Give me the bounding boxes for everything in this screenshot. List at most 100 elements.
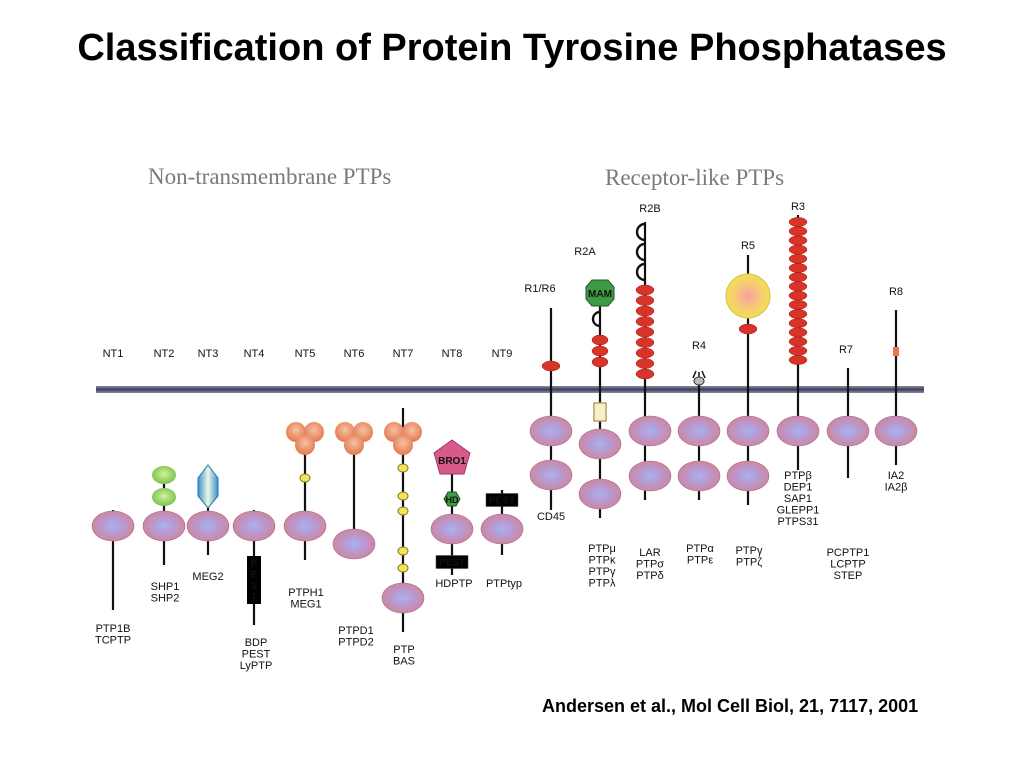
- class-label-r2b: R2B: [639, 203, 660, 215]
- fermi-lobe: [344, 435, 364, 455]
- member-label-nt4: LyPTP: [240, 660, 273, 672]
- member-label-nt2: SHP2: [151, 593, 180, 605]
- sec14-domain: [197, 464, 219, 509]
- pest-letter: S: [251, 581, 258, 592]
- fn3-domain: [635, 295, 655, 306]
- class-label-nt9: NT9: [492, 348, 513, 360]
- mam-domain: [585, 279, 615, 307]
- r5-ptp-domain-1: [726, 415, 770, 447]
- fn3-domain: [788, 217, 808, 227]
- member-label-r5: PTPζ: [736, 557, 762, 569]
- member-label-r8: IA2: [888, 470, 905, 482]
- fn3-domain: [788, 336, 808, 347]
- member-label-r2b: PTPδ: [636, 570, 664, 582]
- fermi-domain: [384, 422, 422, 455]
- r4-ptp-domain-2: [677, 460, 721, 492]
- fn3-domain: [788, 226, 808, 237]
- member-label-r4: PTPε: [687, 555, 713, 567]
- sh2-domain: [152, 488, 176, 506]
- r4-ptp-domain-1: [677, 415, 721, 447]
- member-label-nt4: PEST: [242, 649, 271, 661]
- r8-ptp-domain: [874, 415, 918, 447]
- fn3-domain: [788, 244, 808, 255]
- member-label-nt7: PTP: [393, 644, 414, 656]
- member-label-nt9: PTPtyp: [486, 578, 522, 590]
- member-label-r2a: PTPλ: [589, 578, 616, 590]
- nt3-ptp-domain: [186, 510, 230, 542]
- fn3-domain: [788, 235, 808, 246]
- fn3-domain: [635, 347, 655, 359]
- member-label-nt1: PTP1B: [96, 623, 131, 635]
- r1r6-ptp-domain-1: [529, 415, 573, 447]
- nt8-ptp-domain: [430, 513, 474, 545]
- fn3-domain: [788, 355, 808, 365]
- r2b-ptp-domain-1: [628, 415, 672, 447]
- nontransmembrane-heading: Non-transmembrane PTPs: [148, 164, 392, 189]
- fermi-domain: [335, 422, 373, 455]
- small-motif: [397, 463, 409, 473]
- nt4-ptp-domain: [232, 510, 276, 542]
- receptor-like-heading: Receptor-like PTPs: [605, 165, 785, 190]
- r7-ptp-domain: [826, 415, 870, 447]
- small-motif: [299, 473, 311, 483]
- fn3-domain: [788, 327, 808, 338]
- nt6-ptp-domain: [332, 528, 376, 560]
- carbonic-anhydrase-domain: [725, 273, 771, 319]
- ig-like-domain: [591, 334, 609, 346]
- small-motif: [397, 546, 409, 556]
- fermi-lobe: [393, 435, 413, 455]
- member-label-nt8: HDPTP: [435, 578, 472, 590]
- fn3-domain: [635, 368, 655, 380]
- member-label-nt5: MEG1: [290, 599, 321, 611]
- r2b-ptp-domain-2: [628, 460, 672, 492]
- class-label-nt8: NT8: [442, 348, 463, 360]
- pest-letter: T: [251, 592, 257, 603]
- pest-box-nt9-label: PEST: [489, 496, 515, 507]
- nt2-ptp-domain: [142, 510, 186, 542]
- fn3-domain: [788, 290, 808, 301]
- class-label-nt7: NT7: [393, 348, 414, 360]
- nt9-ptp-domain: [480, 513, 524, 545]
- member-label-nt6: PTPD2: [338, 637, 373, 649]
- member-label-nt2: SHP1: [151, 581, 180, 593]
- member-label-r2b: PTPσ: [636, 559, 664, 571]
- mam-label: MAM: [588, 289, 612, 300]
- fermi-domain: [286, 422, 324, 455]
- member-label-r3: GLEPP1: [777, 505, 820, 517]
- pest-vertical-box: [247, 556, 261, 604]
- nt5-ptp-domain: [283, 510, 327, 542]
- class-label-nt2: NT2: [154, 348, 175, 360]
- r1r6-ptp-domain-2: [529, 459, 573, 491]
- fermi-lobe: [295, 435, 315, 455]
- member-label-r7: STEP: [834, 570, 863, 582]
- hd-label: HD: [446, 495, 459, 505]
- class-label-r2a: R2A: [574, 246, 596, 258]
- nt1-ptp-domain: [91, 510, 135, 542]
- member-label-r7: PCPTP1: [827, 547, 870, 559]
- member-label-r2a: PTPκ: [589, 555, 616, 567]
- class-label-r3: R3: [791, 201, 805, 213]
- pest-box-nt8-label: PEST: [439, 558, 465, 569]
- class-label-r5: R5: [741, 240, 755, 252]
- nt7-ptp-domain: [381, 582, 425, 614]
- member-label-r3: DEP1: [784, 482, 813, 494]
- member-label-r3: PTPS31: [778, 516, 819, 528]
- fn3-domain: [788, 299, 808, 310]
- class-label-nt4: NT4: [244, 348, 265, 360]
- member-label-nt7: BAS: [393, 656, 415, 668]
- bro1-domain: [433, 439, 471, 475]
- small-motif: [397, 491, 409, 501]
- fn3-domain: [788, 345, 808, 356]
- ig-loop: [635, 222, 646, 242]
- member-label-r3: SAP1: [784, 493, 812, 505]
- r8-ectodomain-mark: [893, 347, 899, 356]
- sh2-domain: [152, 466, 176, 484]
- class-label-r4: R4: [692, 340, 706, 352]
- fn3-domain: [635, 284, 655, 296]
- member-label-r5: PTPγ: [736, 545, 763, 557]
- r3-ptp-domain: [776, 415, 820, 447]
- pest-box-nt8: PEST: [435, 555, 469, 569]
- fn3-domain: [788, 309, 808, 319]
- r2a-ptp-domain-1: [578, 428, 622, 460]
